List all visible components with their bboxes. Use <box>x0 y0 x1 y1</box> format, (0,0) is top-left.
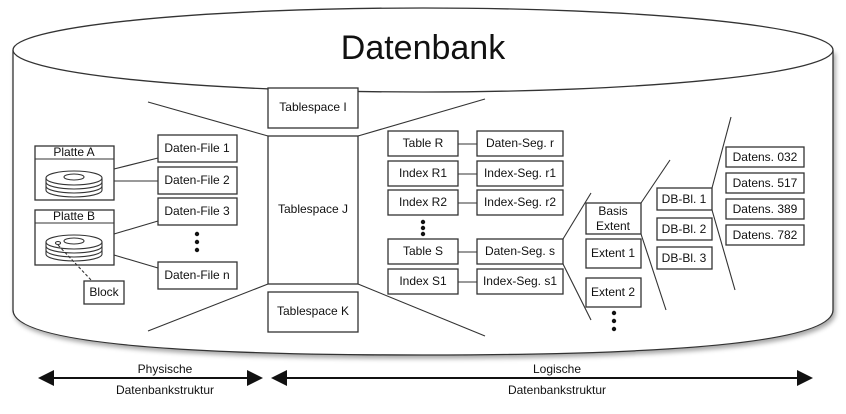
db-block-3: DB-Bl. 3 <box>656 246 713 270</box>
disk-stack-icon <box>45 170 103 198</box>
logical-label-line1: Logische <box>533 362 581 376</box>
disk-platte-b: Platte B <box>34 209 115 266</box>
diagram-title: Datenbank <box>341 29 506 67</box>
svg-text:Tablespace I: Tablespace I <box>279 100 346 114</box>
connector-line <box>147 283 269 332</box>
svg-text:Extent 2: Extent 2 <box>591 285 635 299</box>
svg-text:Datens. 032: Datens. 032 <box>733 150 798 164</box>
physical-label-line1: Physische <box>138 362 193 376</box>
segment-index-seg-r2: Index-Seg. r2 <box>476 189 564 216</box>
connector-line <box>147 101 269 137</box>
object-index-r2: Index R2 <box>387 189 459 216</box>
block-pointer-line <box>57 244 93 282</box>
svg-text:Basis: Basis <box>598 204 627 218</box>
record-782: Datens. 782 <box>725 224 805 246</box>
svg-text:Index R1: Index R1 <box>399 166 447 180</box>
logical-label-line2: Datenbankstruktur <box>508 383 606 397</box>
ellipsis-dots <box>420 219 426 237</box>
svg-text:Index R2: Index R2 <box>399 195 447 209</box>
extent-1: Extent 1 <box>585 238 642 269</box>
object-table-s: Table S <box>387 238 459 265</box>
ellipsis-dots <box>194 231 200 253</box>
svg-text:Tablespace J: Tablespace J <box>278 202 348 216</box>
record-517: Datens. 517 <box>725 172 805 194</box>
ellipsis-dots <box>611 310 617 332</box>
segment-daten-seg-r: Daten-Seg. r <box>476 130 564 157</box>
svg-text:Index-Seg. r1: Index-Seg. r1 <box>484 166 556 180</box>
segment-index-seg-s1: Index-Seg. s1 <box>476 268 564 295</box>
object-index-r1: Index R1 <box>387 160 459 187</box>
svg-text:Extent 1: Extent 1 <box>591 246 635 260</box>
svg-text:Datens. 389: Datens. 389 <box>733 202 798 216</box>
physical-label-line2: Datenbankstruktur <box>116 383 214 397</box>
svg-text:Datens. 782: Datens. 782 <box>733 228 798 242</box>
tablespace-i: Tablespace I <box>267 87 359 129</box>
disk-stack-icon <box>45 234 103 262</box>
data-file-1: Daten-File 1 <box>157 134 238 163</box>
segment-daten-seg-s: Daten-Seg. s <box>476 238 564 265</box>
data-file-n: Daten-File n <box>157 261 238 290</box>
db-block-1: DB-Bl. 1 <box>656 187 713 211</box>
svg-text:Tablespace K: Tablespace K <box>277 304 349 318</box>
svg-text:Index S1: Index S1 <box>399 274 447 288</box>
record-389: Datens. 389 <box>725 198 805 220</box>
data-file-2: Daten-File 2 <box>157 166 238 195</box>
svg-text:Extent: Extent <box>596 219 631 233</box>
data-file-3: Daten-File 3 <box>157 197 238 226</box>
svg-text:Daten-Seg. s: Daten-Seg. s <box>485 244 555 258</box>
svg-text:Datens. 517: Datens. 517 <box>733 176 798 190</box>
disk-label: Platte A <box>53 145 94 159</box>
svg-text:Daten-File 2: Daten-File 2 <box>164 173 230 187</box>
svg-text:Daten-File n: Daten-File n <box>164 268 229 282</box>
object-index-s1: Index S1 <box>387 268 459 295</box>
record-032: Datens. 032 <box>725 146 805 168</box>
svg-text:Daten-File 1: Daten-File 1 <box>164 141 230 155</box>
db-block-2: DB-Bl. 2 <box>656 217 713 241</box>
segment-index-seg-r1: Index-Seg. r1 <box>476 160 564 187</box>
svg-text:Table R: Table R <box>403 136 444 150</box>
disk-platte-a: Platte A <box>34 145 115 201</box>
tablespace-k: Tablespace K <box>267 291 359 333</box>
svg-text:Daten-File 3: Daten-File 3 <box>164 204 230 218</box>
disk-label: Platte B <box>53 209 95 223</box>
svg-text:Table S: Table S <box>403 244 443 258</box>
svg-text:Index-Seg. r2: Index-Seg. r2 <box>484 195 556 209</box>
block-box <box>83 280 125 305</box>
svg-text:Daten-Seg. r: Daten-Seg. r <box>486 136 554 150</box>
connector-line <box>357 98 486 137</box>
tablespace-j: Tablespace J <box>267 135 359 285</box>
svg-text:DB-Bl. 1: DB-Bl. 1 <box>662 192 707 206</box>
svg-text:Index-Seg. s1: Index-Seg. s1 <box>483 274 557 288</box>
block-label: Block <box>89 285 119 299</box>
extent-basis: Basis Extent <box>585 202 642 235</box>
extent-2: Extent 2 <box>585 277 642 308</box>
svg-text:DB-Bl. 2: DB-Bl. 2 <box>662 222 707 236</box>
svg-text:DB-Bl. 3: DB-Bl. 3 <box>662 251 707 265</box>
object-table-r: Table R <box>387 130 459 157</box>
connector-line <box>357 283 486 337</box>
